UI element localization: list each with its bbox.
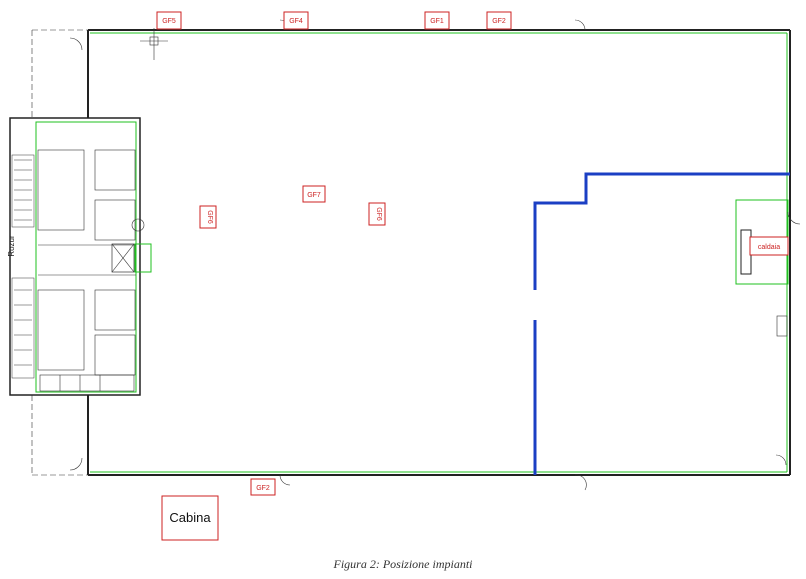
label-gf7: GF7 <box>302 185 326 203</box>
svg-text:GF2: GF2 <box>256 485 270 492</box>
label-gf6-right: GF6 <box>368 202 386 226</box>
label-gf6-left: GF6 <box>199 205 217 229</box>
label-cabina: Cabina <box>161 495 219 541</box>
doors <box>279 19 788 491</box>
svg-text:GF6: GF6 <box>206 210 213 224</box>
svg-text:Cabina: Cabina <box>169 510 211 525</box>
label-caldaia: caldaia <box>749 236 789 256</box>
svg-text:GF2: GF2 <box>492 18 506 25</box>
svg-text:GF6: GF6 <box>375 207 382 221</box>
svg-text:caldaia: caldaia <box>758 244 780 251</box>
label-gf2-top: GF2 <box>486 11 512 30</box>
label-gf1: GF1 <box>424 11 450 30</box>
outer-walls <box>87 29 791 476</box>
label-rozur: Rozur <box>7 235 16 257</box>
svg-text:GF7: GF7 <box>307 192 321 199</box>
svg-text:Rozur: Rozur <box>7 235 16 257</box>
blue-partition <box>533 172 790 475</box>
label-gf2-bottom: GF2 <box>250 478 276 496</box>
office-block <box>9 117 152 396</box>
column-marker <box>140 28 168 60</box>
svg-text:GF1: GF1 <box>430 18 444 25</box>
svg-text:GF5: GF5 <box>162 18 176 25</box>
label-gf4: GF4 <box>283 11 309 30</box>
svg-text:GF4: GF4 <box>289 18 303 25</box>
label-gf5: GF5 <box>156 11 182 30</box>
figure-caption: Figura 2: Posizione impianti <box>333 557 473 571</box>
left-annex <box>31 29 88 476</box>
